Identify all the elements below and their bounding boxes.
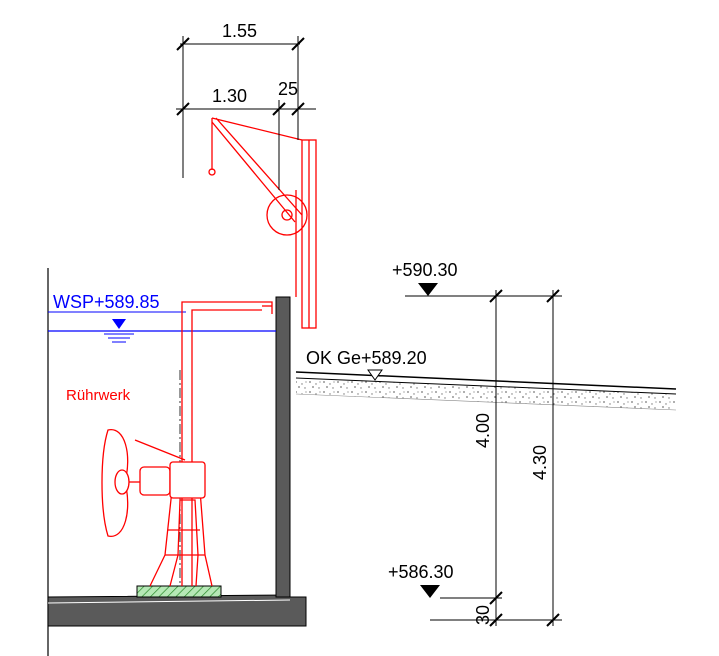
ground-level-label: OK Ge+589.20 <box>306 348 427 368</box>
water-level: WSP+589.85 <box>48 292 276 343</box>
agitator-equipment: Rührwerk <box>66 301 273 598</box>
crane-dimensions: 1.55 1.30 25 <box>176 21 316 190</box>
bottom-level-symbol <box>420 585 440 598</box>
crane-hook <box>208 168 216 176</box>
gravel-layer <box>296 378 676 410</box>
gearbox <box>169 461 206 499</box>
crane-jib <box>211 117 303 223</box>
crane-winch <box>266 194 308 236</box>
bottom-level-label: +586.30 <box>388 562 454 582</box>
support-frame-inner <box>169 499 199 587</box>
tick-130-mid <box>272 102 286 116</box>
tick-155-left <box>176 37 190 51</box>
tick-400-top <box>489 289 503 303</box>
crane-winch-hub <box>281 209 293 221</box>
tick-130-left <box>176 102 190 116</box>
gravel-bottom-line <box>295 393 677 411</box>
dim-label-130: 1.30 <box>212 86 247 106</box>
tick-430-top <box>546 289 560 303</box>
agitator-label: Rührwerk <box>66 387 131 404</box>
motor-bracket <box>134 439 186 461</box>
propeller-hub <box>114 469 130 495</box>
dim-label-430: 4.30 <box>530 445 550 480</box>
ground-sub-line <box>295 377 677 395</box>
tick-30-bottom <box>489 613 503 627</box>
top-level-symbol <box>418 283 438 296</box>
guide-mast-outer <box>181 301 273 586</box>
tick-25-right <box>291 102 305 116</box>
tick-430-bottom <box>546 613 560 627</box>
tick-400-bottom <box>489 591 503 605</box>
dim-label-400: 4.00 <box>473 413 493 448</box>
ground-surface-line <box>295 371 677 390</box>
tank-wall <box>275 296 291 598</box>
tick-155-right <box>291 37 305 51</box>
floor-top-line <box>47 599 291 604</box>
tank-floor-slab <box>47 594 307 627</box>
level-markers: +590.30 OK Ge+589.20 +586.30 <box>306 260 562 621</box>
agitator-base-pad <box>136 585 222 598</box>
height-dimensions: 4.00 30 4.30 <box>473 289 560 627</box>
water-level-symbol <box>112 319 126 329</box>
dim-label-155: 1.55 <box>222 21 257 41</box>
crane-equipment <box>208 117 317 329</box>
support-frame <box>149 489 213 587</box>
motor-housing <box>139 466 171 496</box>
ground-level-symbol <box>367 369 383 381</box>
guide-mast-inner <box>191 309 262 586</box>
water-level-label: WSP+589.85 <box>53 292 160 312</box>
ground-terrain <box>295 371 677 411</box>
tank-structure <box>47 268 307 656</box>
dim-label-30: 30 <box>473 605 493 625</box>
dim-label-25: 25 <box>278 79 298 99</box>
top-level-label: +590.30 <box>392 260 458 280</box>
